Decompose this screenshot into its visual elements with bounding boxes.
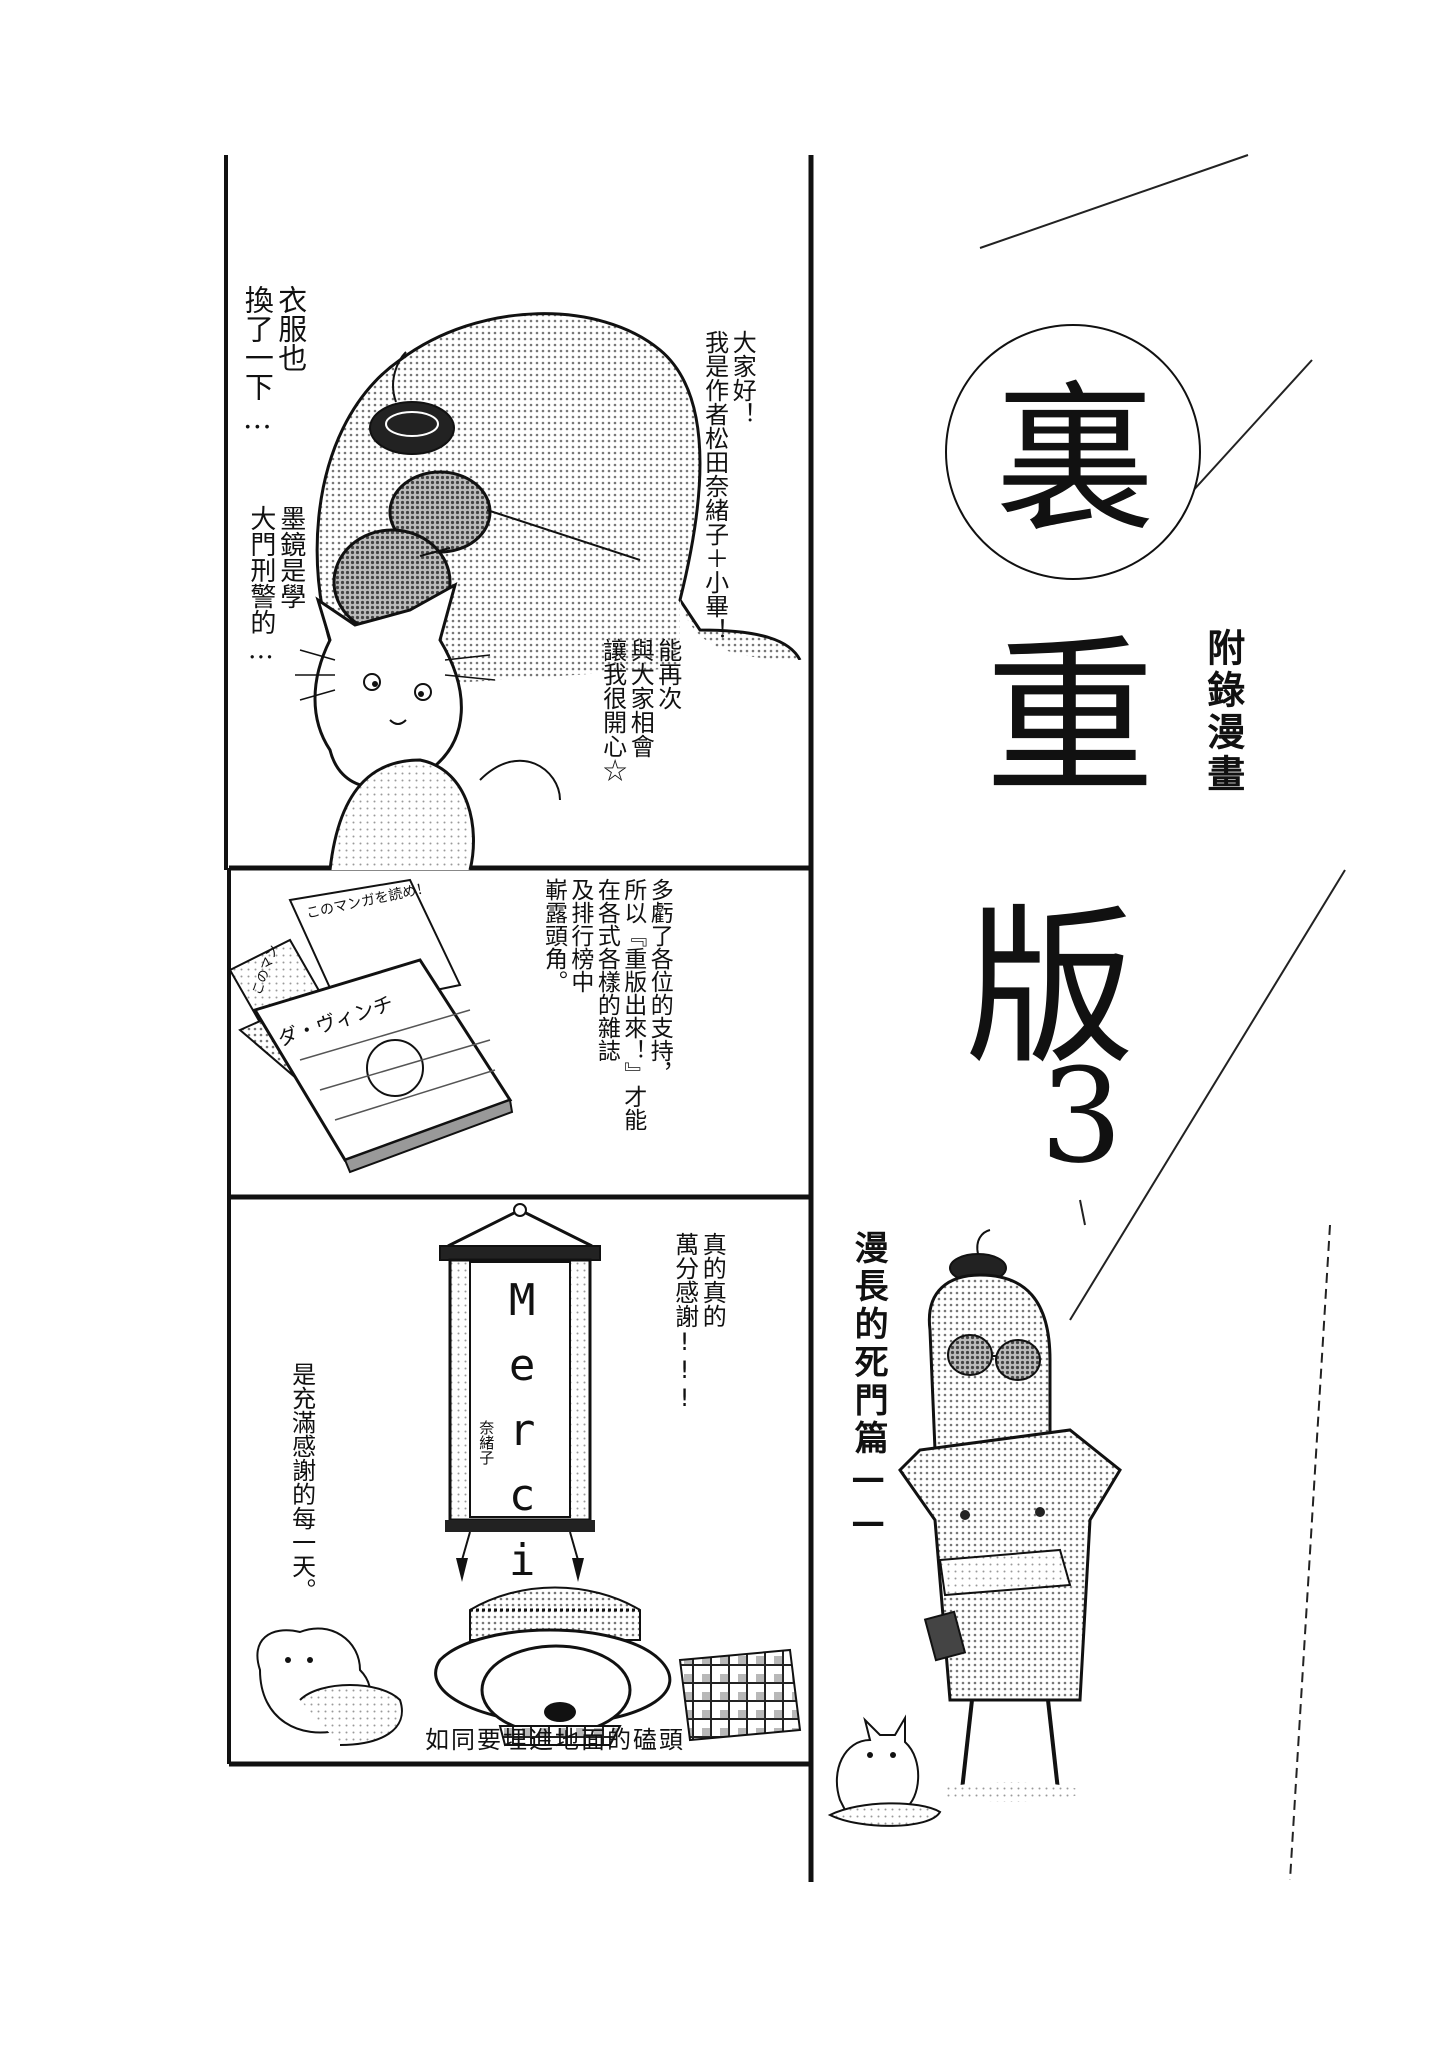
panel2-thanks: 多虧了各位的支持， 所以『重版出來！』才能 在各式各樣的雜誌 及排行榜中 嶄露頭…	[540, 878, 672, 1188]
sunglasses-line-2: 大門刑警的…	[245, 505, 276, 665]
clothes-line-1: 衣服也	[273, 285, 308, 372]
panel3-really: 真的真的 萬分感謝!!!	[670, 1232, 727, 1412]
really-line-2: 萬分感謝!!!	[670, 1232, 699, 1412]
greeting-line-1: 大家好！	[728, 330, 757, 426]
thanks-line-4: 及排行榜中	[566, 878, 593, 993]
panel1-clothes: 衣服也 換了一下…	[240, 285, 307, 505]
title-char-3: 版	[965, 890, 1136, 1088]
thanks-line-3: 在各式各樣的雜誌	[593, 878, 620, 1062]
greeting-line-2: 我是作者松田奈緒子＋小畢！	[700, 330, 729, 642]
title-char-1: 裏	[995, 366, 1156, 553]
detective-character	[827, 1229, 1122, 1827]
panel3-caption: 如同要埋進地面的磕頭	[425, 1726, 685, 1754]
meet-again-line-3: 讓我很開心☆	[598, 638, 627, 782]
panel2-magazines	[228, 878, 514, 1174]
clothes-line-2: 換了一下…	[240, 285, 275, 435]
panel3-every-day: 是充滿感謝的每一天。	[287, 1362, 316, 1602]
sunglasses-line-1: 墨鏡是學	[275, 505, 306, 609]
panel3-scroll	[439, 1203, 601, 1582]
title-char-2: 重	[985, 620, 1156, 818]
chapter-title: 漫長的死門篇——	[848, 1230, 889, 1546]
scroll-signature: 奈緒子	[477, 1420, 496, 1465]
scroll-word: Merci	[496, 1275, 548, 1600]
volume-number: 3	[1040, 1040, 1123, 1192]
meet-again-line-2: 與大家相會	[626, 638, 655, 758]
really-line-1: 真的真的	[698, 1232, 727, 1328]
subtitle-appendix-manga: 附錄漫畫	[1200, 628, 1245, 796]
panel1-meet-again: 能再次 與大家相會 讓我很開心☆	[598, 638, 682, 898]
panel1-character	[295, 312, 802, 871]
meet-again-line-1: 能再次	[653, 638, 682, 710]
thanks-line-5: 嶄露頭角。	[540, 878, 567, 993]
title-circle	[945, 324, 1201, 580]
thanks-line-2: 所以『重版出來！』才能	[619, 878, 646, 1131]
panel-borders	[224, 155, 814, 1882]
thanks-line-1: 多虧了各位的支持，	[646, 878, 673, 1085]
panel1-sunglasses: 墨鏡是學 大門刑警的…	[245, 505, 306, 705]
panel3-bowing-figure	[256, 1586, 802, 1746]
panel1-greeting: 大家好！ 我是作者松田奈緒子＋小畢！	[700, 330, 757, 730]
